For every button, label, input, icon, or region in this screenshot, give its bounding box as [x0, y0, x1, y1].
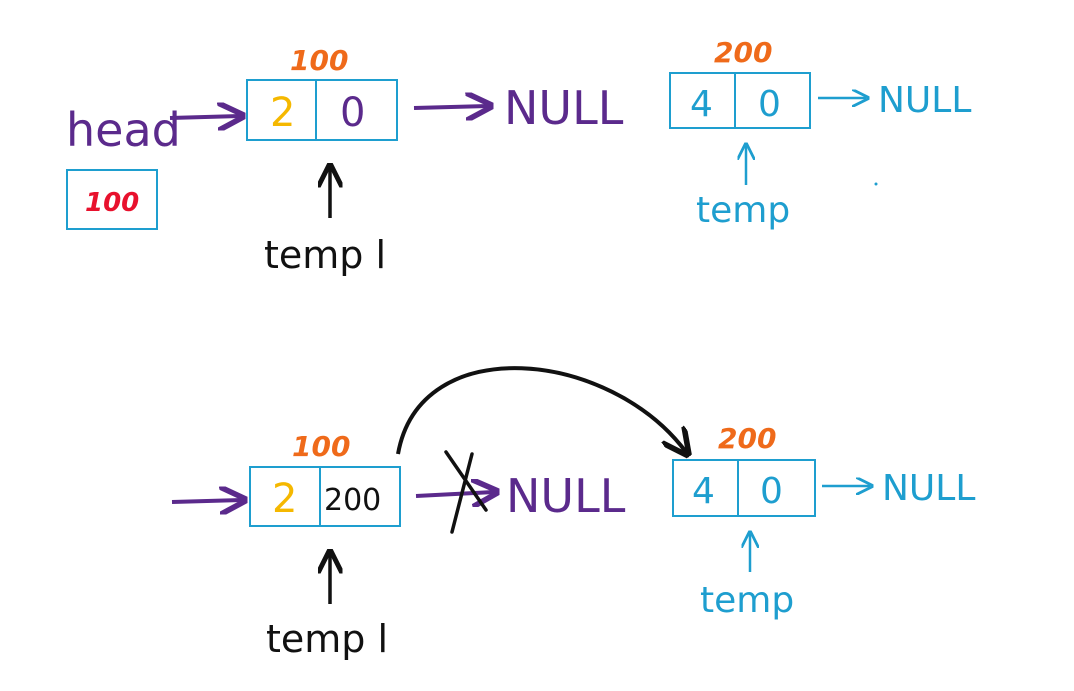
head-arrow [169, 116, 240, 118]
node2-data: 4 [690, 84, 713, 125]
b-node1-box [249, 466, 401, 527]
b-node1-next: 200 [324, 483, 381, 518]
head-label: head [66, 103, 181, 157]
b-node2-next: 0 [760, 471, 783, 512]
b-node2-null: NULL [882, 468, 975, 509]
cross-out-mark [444, 450, 488, 534]
node1-box [246, 79, 398, 141]
head-value: 100 [85, 188, 139, 218]
curved-link-arrow [396, 366, 686, 454]
node1-address: 100 [290, 44, 348, 77]
bottom-section: 100 2 200 NULL temp l 200 4 0 NULL temp [171, 366, 975, 661]
b-node1-address: 100 [292, 430, 350, 463]
node1-null-arrow [413, 106, 488, 108]
b-node1-data: 2 [272, 476, 297, 522]
stray-dot [874, 182, 878, 186]
b-node2-data: 4 [692, 471, 715, 512]
node1-null: NULL [504, 81, 624, 135]
temp1-label: temp l [264, 233, 386, 277]
incoming-arrow [171, 500, 242, 502]
node2-address: 200 [714, 36, 772, 69]
b-node2-box [672, 459, 816, 517]
old-null-arrow [415, 492, 494, 496]
b-temp-label: temp [700, 580, 794, 621]
node2-null: NULL [878, 80, 971, 121]
head-value-box [66, 169, 158, 230]
temp-label: temp [696, 190, 790, 231]
b-temp1-label: temp l [266, 617, 388, 661]
b-node2-address: 200 [718, 422, 776, 455]
top-section: head 100 100 2 0 NULL temp l 200 4 0 NUL… [66, 36, 971, 277]
node1-data: 2 [270, 90, 295, 136]
node1-next: 0 [340, 90, 365, 136]
node2-next: 0 [758, 84, 781, 125]
b-node1-null-crossed: NULL [506, 469, 626, 523]
node2-box [669, 72, 811, 129]
